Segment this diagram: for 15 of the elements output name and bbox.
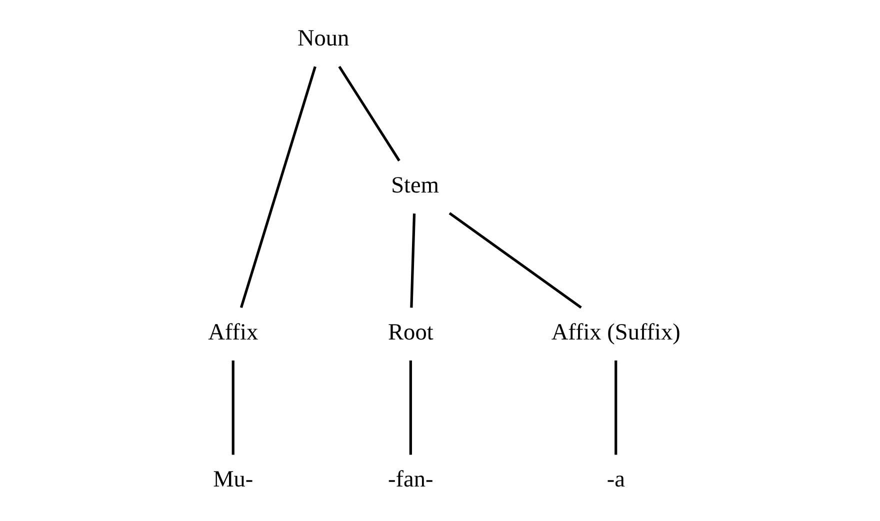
node-text: Affix bbox=[208, 320, 258, 346]
node-text: Stem bbox=[390, 172, 438, 199]
connector bbox=[614, 360, 617, 455]
connector bbox=[231, 360, 234, 455]
connector bbox=[410, 214, 416, 308]
node-text: Affix (Suffix) bbox=[550, 320, 680, 346]
node-text: -a bbox=[606, 466, 624, 493]
connector bbox=[408, 360, 412, 455]
connector bbox=[338, 66, 400, 162]
connector bbox=[239, 66, 316, 308]
node-text: Noun bbox=[296, 26, 349, 52]
node-text: -fan- bbox=[388, 466, 433, 493]
node-text: Mu- bbox=[212, 466, 253, 493]
connector bbox=[448, 212, 582, 309]
node-text: Root bbox=[388, 320, 433, 346]
